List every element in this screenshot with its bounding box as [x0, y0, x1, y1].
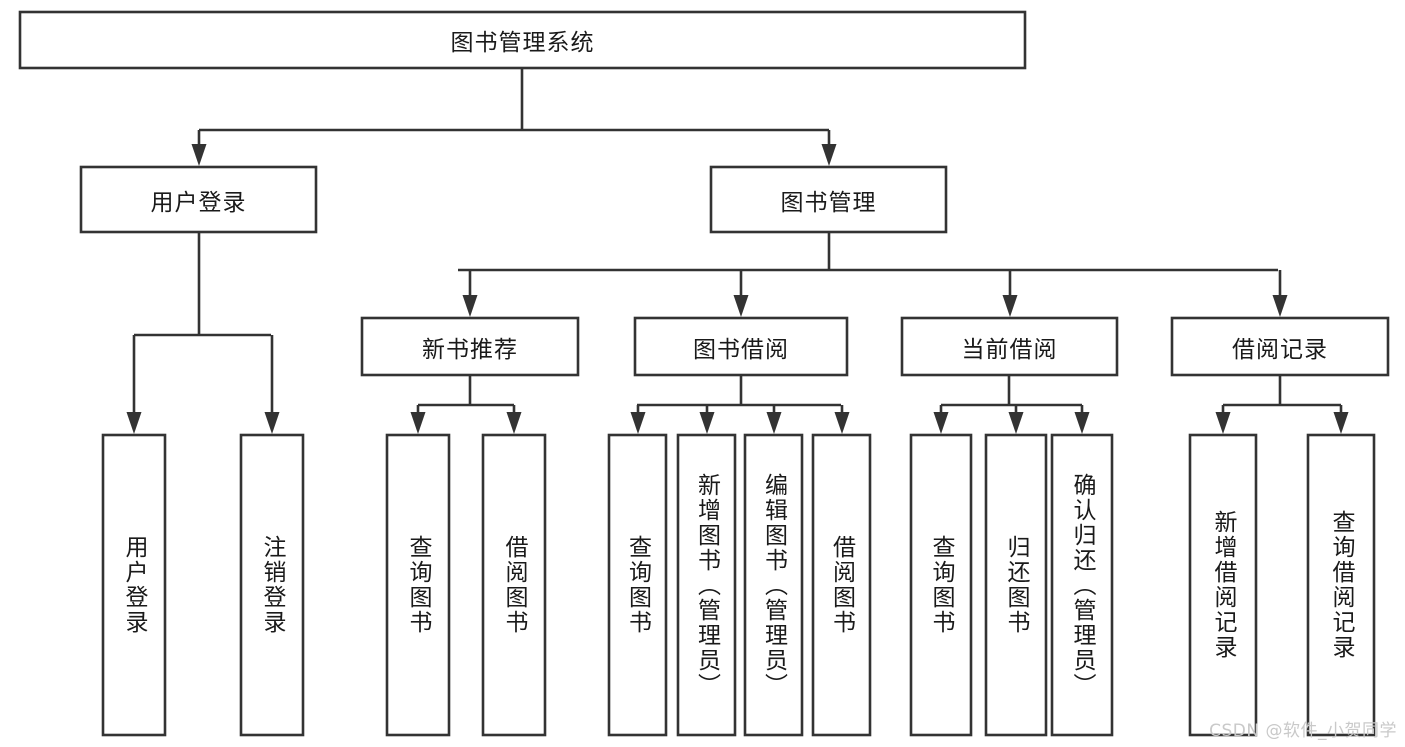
arrow-head-icon	[733, 295, 749, 317]
node-box-leaf-query-book-rec[interactable]	[385, 433, 451, 737]
arrow-head-icon	[1215, 412, 1231, 434]
arrow-head-icon	[766, 412, 782, 434]
node-box-leaf-edit-book[interactable]	[743, 433, 804, 737]
node-box-borrow-record[interactable]	[1170, 316, 1390, 377]
arrow-head-icon	[410, 412, 426, 434]
node-box-leaf-query-book-cur[interactable]	[909, 433, 973, 737]
node-box-leaf-logout[interactable]	[239, 433, 305, 737]
csdn-watermark: CSDN @软件_小贺同学	[1209, 721, 1397, 741]
arrow-head-icon	[1074, 412, 1090, 434]
node-layer	[18, 10, 1390, 737]
node-box-leaf-add-book[interactable]	[676, 433, 737, 737]
node-box-leaf-borrow-book-rec[interactable]	[481, 433, 547, 737]
arrow-head-icon	[834, 412, 850, 434]
node-box-book-borrow[interactable]	[633, 316, 849, 377]
arrow-head-icon	[821, 144, 837, 166]
arrow-head-icon	[1002, 295, 1018, 317]
arrow-head-icon	[1008, 412, 1024, 434]
arrow-head-icon	[506, 412, 522, 434]
arrow-head-icon	[1333, 412, 1349, 434]
node-box-leaf-user-login[interactable]	[101, 433, 167, 737]
node-box-leaf-query-book-borrow[interactable]	[607, 433, 668, 737]
arrow-head-icon	[462, 295, 478, 317]
node-box-current-borrow[interactable]	[900, 316, 1119, 377]
node-box-leaf-add-record[interactable]	[1188, 433, 1258, 737]
arrow-head-icon	[264, 412, 280, 434]
arrow-head-icon	[699, 412, 715, 434]
connector-layer	[126, 68, 1349, 434]
arrow-head-icon	[1272, 295, 1288, 317]
arrow-head-icon	[126, 412, 142, 434]
node-box-user-login[interactable]	[79, 165, 318, 234]
node-box-leaf-borrow-book[interactable]	[811, 433, 872, 737]
arrow-head-icon	[191, 144, 207, 166]
node-box-root[interactable]	[18, 10, 1027, 70]
node-box-leaf-query-record[interactable]	[1306, 433, 1376, 737]
arrow-head-icon	[630, 412, 646, 434]
arrow-head-icon	[933, 412, 949, 434]
node-box-leaf-confirm-return[interactable]	[1050, 433, 1114, 737]
node-box-leaf-return-book[interactable]	[984, 433, 1048, 737]
node-box-book-manage[interactable]	[709, 165, 948, 234]
node-box-new-book-recommend[interactable]	[360, 316, 580, 377]
